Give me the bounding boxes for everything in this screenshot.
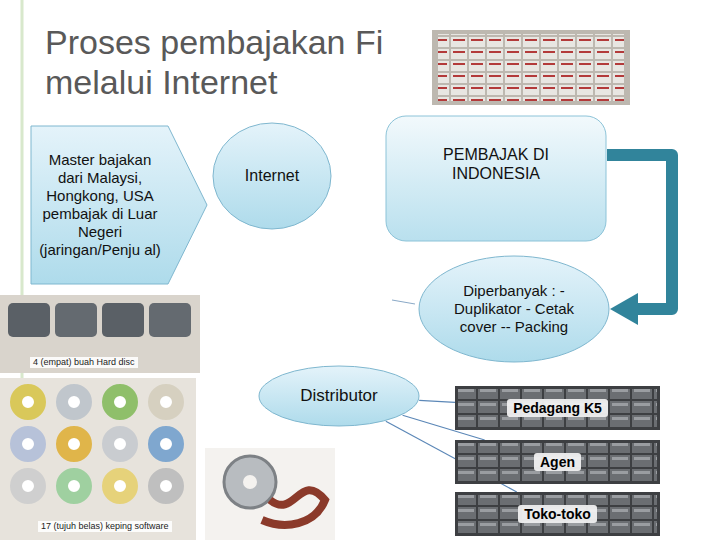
process-ellipse: Diperbanyak : -Duplikator - Cetak cover … [418,255,610,363]
cd-disc [62,390,86,414]
cd-disc [16,474,40,498]
connector [419,400,455,402]
node-text: Toko-toko [518,505,597,524]
ellipse-shape [259,366,419,426]
connector [607,155,672,309]
harddisk-icon [55,303,97,337]
ellipse-shape [419,256,609,362]
cd-disc [16,390,40,414]
film-strip [262,490,325,525]
source-arrow: Master bajakan dari Malaysi, Hongkong, U… [30,125,208,285]
node-text: Distributor [300,386,377,406]
node-text: Pedagang K5 [507,399,608,418]
film-reel-hub [243,475,257,489]
shelf-pattern [458,389,657,427]
node-text: Internet [245,166,299,185]
cd-disc [62,432,86,456]
outlet-box: Toko-toko [455,492,660,536]
rack-shelves [438,34,624,101]
cd-disc [108,432,132,456]
cd-disc [108,390,132,414]
shelf-pattern [458,495,657,533]
cd-disc [154,474,178,498]
node-text: Master bajakan dari Malaysi, Hongkong, U… [37,151,163,259]
cd-photo [0,378,196,540]
distributor-ellipse: Distributor [258,365,420,427]
process-box: PEMBAJAK DI INDONESIA [385,115,607,242]
rack-photo [432,30,630,105]
arrow-shape [31,126,207,284]
node-text: Agen [534,453,581,472]
harddisk-icon [149,303,191,337]
cd-disc [16,432,40,456]
node-text: PEMBAJAK DI INDONESIA [416,145,576,183]
film-photo [205,448,335,540]
shelf-photo [455,386,660,430]
harddisk-icon [8,303,50,337]
node-text: Diperbanyak : -Duplikator - Cetak cover … [445,282,583,336]
shelf-photo [455,492,660,536]
harddisk-photo [0,295,200,373]
cd-disc [154,432,178,456]
ellipse-shape [213,123,331,229]
shelf-photo [455,440,660,484]
cd-disc [154,390,178,414]
harddisk-icon [102,303,144,337]
outlet-box: Agen [455,440,660,484]
internet-ellipse: Internet [212,122,332,230]
cd-disc [62,474,86,498]
outlet-box: Pedagang K5 [455,386,660,430]
film-reel [224,456,276,508]
rounded-rect-shape [386,116,606,241]
cd-disc [108,474,132,498]
photo-caption: 17 (tujuh belas) keping software [38,521,172,532]
photo-caption: 4 (empat) buah Hard disc [30,357,138,368]
leader-line [392,300,415,304]
slide-title: Proses pembajakan Fi melalui Internet [45,22,420,102]
shelf-pattern [458,443,657,481]
